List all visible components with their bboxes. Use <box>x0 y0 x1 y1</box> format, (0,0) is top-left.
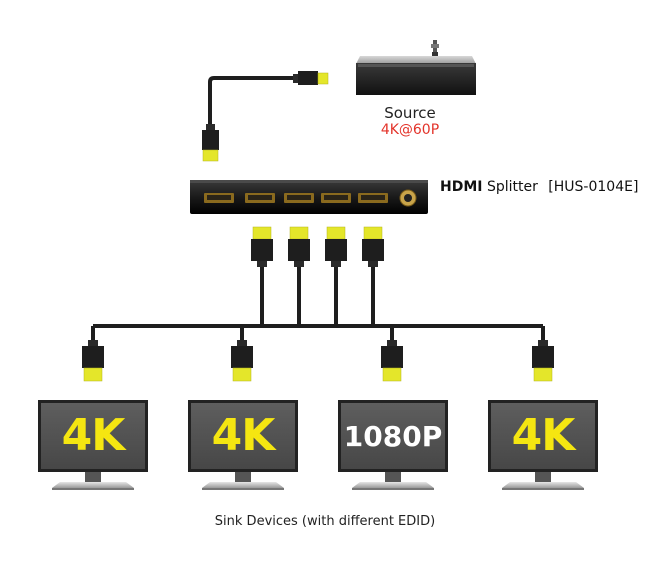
output-cable-1 <box>251 226 273 326</box>
sink-4-resolution: 4K <box>511 410 576 461</box>
sink-monitor-4 <box>488 400 598 490</box>
sink-monitor-1 <box>38 400 148 490</box>
hdmi-input-port <box>204 193 234 203</box>
hdmi-output-port-1 <box>245 193 275 203</box>
sink-3-resolution: 1080P <box>343 420 443 453</box>
sink-cable-4 <box>532 326 554 382</box>
power-jack <box>399 189 417 207</box>
splitter-label: HDMI Splitter [HUS-0104E] <box>440 179 638 195</box>
sink-devices-caption: Sink Devices (with different EDID) <box>214 514 436 529</box>
source-label: Source <box>384 104 436 122</box>
sink-1-resolution: 4K <box>61 410 126 461</box>
splitter-name: Splitter <box>486 179 538 195</box>
output-cable-4 <box>362 226 384 326</box>
splitter-model: [HUS-0104E] <box>548 179 639 195</box>
hdmi-output-port-2 <box>284 193 314 203</box>
sink-monitor-2 <box>188 400 298 490</box>
source-cable <box>202 71 329 162</box>
sink-cable-2 <box>231 326 253 382</box>
hdmi-splitter <box>190 180 428 214</box>
sink-2-resolution: 4K <box>211 410 276 461</box>
sink-cable-1 <box>82 326 104 382</box>
hdmi-output-port-3 <box>321 193 351 203</box>
hdmi-output-port-4 <box>358 193 388 203</box>
sink-cable-3 <box>381 326 403 382</box>
splitter-brand: HDMI <box>440 179 483 195</box>
output-cable-2 <box>288 226 310 326</box>
sink-monitor-3 <box>338 400 448 490</box>
sink-cables <box>82 326 554 382</box>
output-cables <box>93 226 543 328</box>
output-cable-3 <box>325 226 347 326</box>
source-resolution: 4K@60P <box>380 122 440 138</box>
source-device <box>356 40 476 95</box>
